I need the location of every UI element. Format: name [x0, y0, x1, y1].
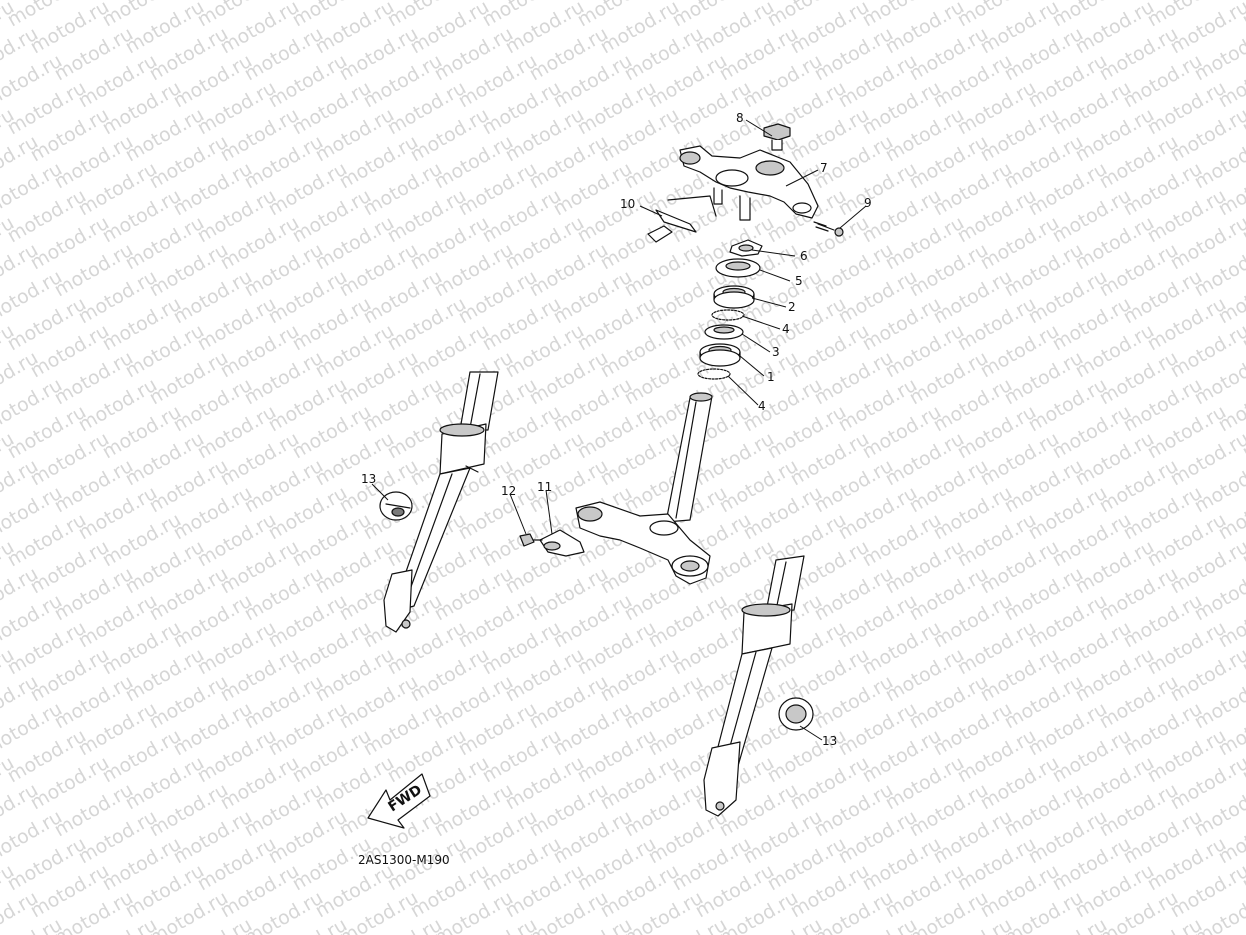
callout-10: 10	[620, 197, 635, 211]
callout-labels: 8 7 9 10 6 5 2 4 3 1 4 11 12 13 13	[361, 111, 872, 748]
callout-1: 1	[767, 370, 775, 384]
watermark-text: motod.ru	[1239, 0, 1246, 31]
cap-part-13-left	[379, 491, 413, 521]
callout-6: 6	[800, 249, 808, 263]
leader-lines	[371, 119, 867, 741]
callout-4-upper: 4	[782, 322, 790, 336]
callout-11: 11	[537, 480, 552, 494]
callout-12: 12	[501, 484, 516, 498]
screw-part-9	[813, 221, 844, 237]
cable-guide-part-10	[647, 195, 717, 243]
callout-7: 7	[820, 161, 828, 175]
callout-4-lower: 4	[758, 399, 766, 413]
under-bracket	[575, 392, 713, 585]
callout-13-right: 13	[822, 734, 837, 748]
callout-9: 9	[864, 196, 872, 210]
callout-3: 3	[772, 345, 780, 359]
callout-13-left: 13	[361, 472, 376, 486]
callout-5: 5	[795, 274, 803, 288]
upper-bracket	[679, 145, 819, 221]
hose-holder-part-11	[539, 529, 585, 557]
ring-nut-part-6	[729, 239, 763, 257]
drawing-code: 2AS1300-M190	[358, 853, 450, 867]
bearing-stack	[697, 258, 761, 380]
cap-part-13-right	[778, 697, 814, 731]
bolt-part-8	[763, 123, 791, 151]
callout-8: 8	[736, 111, 744, 125]
front-fork-right	[703, 555, 805, 817]
front-fork-left	[383, 371, 499, 633]
bolt-part-12	[519, 533, 543, 547]
callout-2: 2	[788, 300, 796, 314]
